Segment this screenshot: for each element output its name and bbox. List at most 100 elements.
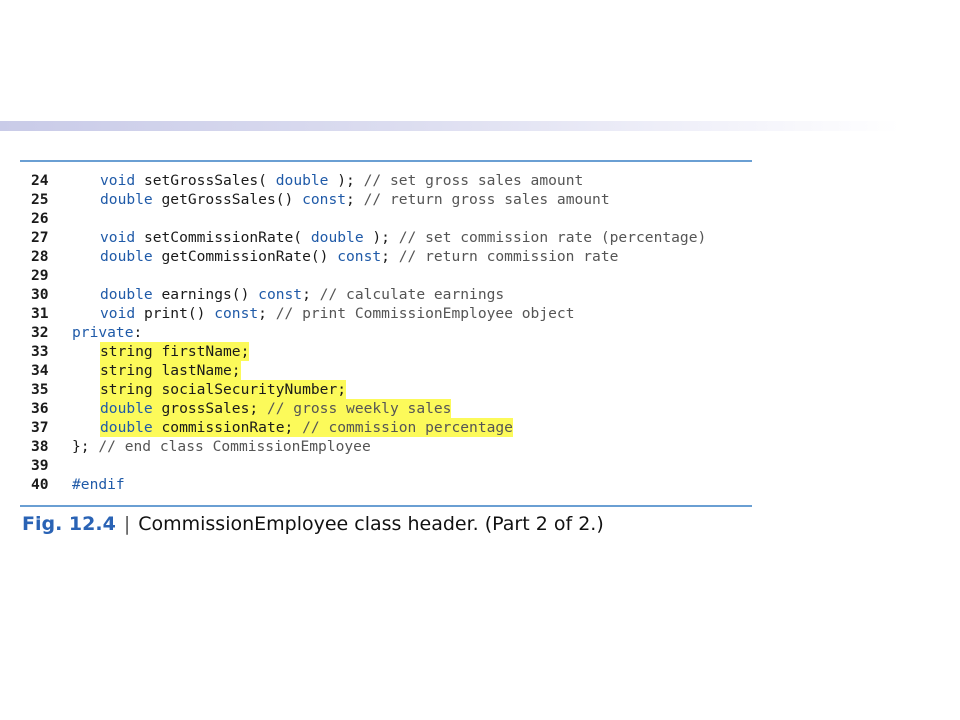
code-token: commissionRate; [152, 419, 303, 436]
code-token: : [133, 324, 143, 341]
code-keyword: void [100, 305, 136, 322]
code-keyword: #endif [72, 476, 125, 493]
code-keyword: void [100, 229, 136, 246]
line-number: 26 [31, 210, 49, 227]
code-token: getGrossSales() [152, 191, 303, 208]
highlighted-code-text: string socialSecurityNumber; [100, 380, 347, 399]
code-comment: // calculate earnings [319, 286, 505, 303]
code-token: ; [381, 248, 399, 265]
code-keyword: const [302, 191, 347, 208]
code-comment: // set gross sales amount [363, 172, 584, 189]
line-number: 37 [31, 419, 49, 436]
code-token: string lastName; [100, 362, 241, 379]
line-number: 35 [31, 381, 49, 398]
code-line: 26 [20, 209, 752, 228]
code-text: void print() const; // print CommissionE… [100, 304, 574, 323]
code-line: 29 [20, 266, 752, 285]
code-text: void setGrossSales( double ); // set gro… [100, 171, 583, 190]
code-token: ; [302, 286, 320, 303]
code-line: 25 double getGrossSales() const; // retur… [20, 190, 752, 209]
code-comment: // set commission rate (percentage) [398, 229, 707, 246]
code-line: 39 [20, 456, 752, 475]
code-keyword: double [100, 191, 153, 208]
code-comment: // print CommissionEmployee object [275, 305, 575, 322]
code-keyword: double [275, 172, 329, 189]
code-line: 28 double getCommissionRate() const; // r… [20, 247, 752, 266]
figure-label: Fig. 12.4 [22, 513, 116, 535]
line-number: 25 [31, 191, 49, 208]
line-number: 28 [31, 248, 49, 265]
code-comment: // end class CommissionEmployee [98, 438, 371, 455]
highlighted-code-text: string firstName; [100, 342, 250, 361]
code-token: setGrossSales( [135, 172, 276, 189]
line-number: 27 [31, 229, 49, 246]
code-token: ; [346, 191, 364, 208]
line-number: 39 [31, 457, 49, 474]
code-token: grossSales; [152, 400, 267, 417]
line-number: 29 [31, 267, 49, 284]
code-token: ); [363, 229, 399, 246]
code-token: ; [258, 305, 276, 322]
line-number: 36 [31, 400, 49, 417]
line-number: 24 [31, 172, 49, 189]
code-text: double earnings() const; // calculate ea… [100, 285, 504, 304]
code-line: 24 void setGrossSales( double ); // set g… [20, 171, 752, 190]
code-comment: // return commission rate [398, 248, 619, 265]
code-comment: // return gross sales amount [363, 191, 610, 208]
code-line: 27 void setCommissionRate( double ); // s… [20, 228, 752, 247]
code-line: 33 string firstName; [20, 342, 752, 361]
code-comment: // gross weekly sales [266, 400, 452, 417]
code-keyword: double [100, 419, 153, 436]
line-number: 38 [31, 438, 49, 455]
code-token: string socialSecurityNumber; [100, 381, 347, 398]
code-line: 38}; // end class CommissionEmployee [20, 437, 752, 456]
code-line: 32 private: [20, 323, 752, 342]
figure-caption: Fig. 12.4 | CommissionEmployee class heade… [22, 513, 604, 535]
line-number: 31 [31, 305, 49, 322]
code-token: string firstName; [100, 343, 250, 360]
code-comment: // commission percentage [302, 419, 513, 436]
code-token: setCommissionRate( [135, 229, 311, 246]
code-keyword: double [100, 286, 153, 303]
code-text: void setCommissionRate( double ); // set… [100, 228, 706, 247]
code-keyword: const [258, 286, 303, 303]
code-listing: 24 void setGrossSales( double ); // set g… [20, 171, 752, 494]
code-token: earnings() [152, 286, 259, 303]
line-number: 34 [31, 362, 49, 379]
code-token: ); [328, 172, 364, 189]
caption-text: CommissionEmployee class header. (Part 2… [138, 513, 604, 535]
code-top-rule [20, 160, 752, 162]
code-text: double getCommissionRate() const; // ret… [100, 247, 618, 266]
highlighted-code-text: double commissionRate; // commission per… [100, 418, 513, 437]
code-text: double getGrossSales() const; // return … [100, 190, 610, 209]
code-line: 35 string socialSecurityNumber; [20, 380, 752, 399]
code-text: private: [72, 323, 142, 342]
code-line: 34 string lastName; [20, 361, 752, 380]
code-token: getCommissionRate() [152, 248, 338, 265]
code-keyword: const [337, 248, 382, 265]
code-keyword: private [72, 324, 134, 341]
code-line: 37 double commissionRate; // commission p… [20, 418, 752, 437]
highlighted-code-text: string lastName; [100, 361, 241, 380]
slide-header-band [0, 121, 900, 131]
code-token: print() [135, 305, 215, 322]
line-number: 32 [31, 324, 49, 341]
code-line: 30 double earnings() const; // calculate … [20, 285, 752, 304]
code-line: 40 #endif [20, 475, 752, 494]
line-number: 40 [31, 476, 49, 493]
code-text: }; // end class CommissionEmployee [72, 437, 371, 456]
code-keyword: double [310, 229, 364, 246]
line-number: 30 [31, 286, 49, 303]
highlighted-code-text: double grossSales; // gross weekly sales [100, 399, 452, 418]
code-bottom-rule [20, 505, 752, 507]
code-keyword: void [100, 172, 136, 189]
code-line: 31 void print() const; // print Commissio… [20, 304, 752, 323]
code-text: #endif [72, 475, 125, 494]
code-line: 36 double grossSales; // gross weekly sal… [20, 399, 752, 418]
code-token: }; [72, 438, 99, 455]
code-keyword: double [100, 248, 153, 265]
line-number: 33 [31, 343, 49, 360]
code-keyword: const [214, 305, 259, 322]
code-keyword: double [100, 400, 153, 417]
caption-separator: | [123, 513, 131, 535]
